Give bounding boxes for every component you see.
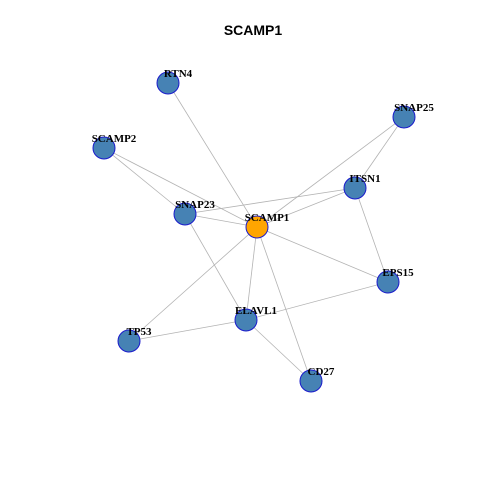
diagram-title: SCAMP1 bbox=[224, 22, 283, 38]
node-scamp1[interactable]: SCAMP1 bbox=[245, 212, 290, 239]
edge-snap23-scamp1 bbox=[184, 213, 258, 228]
edge-itsn1-scamp1 bbox=[256, 187, 356, 228]
edge-snap23-elavl1 bbox=[184, 213, 247, 321]
node-label-scamp2: SCAMP2 bbox=[92, 133, 137, 145]
edge-snap23-itsn1 bbox=[184, 187, 356, 215]
edge-elavl1-cd27 bbox=[245, 319, 312, 382]
edge-scamp1-eps15 bbox=[256, 226, 389, 283]
edge-scamp1-elavl1 bbox=[245, 226, 258, 321]
node-circle-rtn4[interactable] bbox=[156, 71, 180, 95]
node-elavl1[interactable]: ELAVL1 bbox=[234, 305, 277, 332]
edge-layer bbox=[103, 82, 405, 382]
edge-itsn1-eps15 bbox=[354, 187, 389, 283]
node-snap23[interactable]: SNAP23 bbox=[173, 199, 215, 226]
node-circle-snap23[interactable] bbox=[173, 202, 197, 226]
node-itsn1[interactable]: ITSN1 bbox=[343, 173, 381, 200]
edge-rtn4-scamp1 bbox=[167, 82, 258, 228]
edge-scamp1-tp53 bbox=[128, 226, 258, 342]
edge-eps15-elavl1 bbox=[245, 281, 389, 321]
node-label-itsn1: ITSN1 bbox=[349, 173, 380, 185]
node-circle-scamp2[interactable] bbox=[92, 136, 116, 160]
node-snap25[interactable]: SNAP25 bbox=[392, 102, 434, 129]
node-rtn4[interactable]: RTN4 bbox=[156, 68, 193, 95]
node-label-tp53: TP53 bbox=[126, 326, 152, 338]
edge-snap25-scamp1 bbox=[256, 116, 405, 228]
node-eps15[interactable]: EPS15 bbox=[376, 267, 414, 294]
node-circle-itsn1[interactable] bbox=[343, 176, 367, 200]
node-label-eps15: EPS15 bbox=[382, 267, 414, 279]
node-circle-elavl1[interactable] bbox=[234, 308, 258, 332]
node-tp53[interactable]: TP53 bbox=[117, 326, 152, 353]
node-label-scamp1: SCAMP1 bbox=[245, 212, 290, 224]
node-scamp2[interactable]: SCAMP2 bbox=[92, 133, 137, 160]
node-label-cd27: CD27 bbox=[308, 366, 335, 378]
node-cd27[interactable]: CD27 bbox=[299, 366, 335, 393]
node-circle-cd27[interactable] bbox=[299, 369, 323, 393]
node-label-elavl1: ELAVL1 bbox=[235, 305, 277, 317]
node-label-rtn4: RTN4 bbox=[164, 68, 193, 80]
edge-scamp2-scamp1 bbox=[103, 147, 258, 228]
node-label-snap25: SNAP25 bbox=[394, 102, 434, 114]
node-circle-tp53[interactable] bbox=[117, 329, 141, 353]
edge-scamp2-snap23 bbox=[103, 147, 186, 215]
node-circle-scamp1[interactable] bbox=[245, 215, 269, 239]
node-label-snap23: SNAP23 bbox=[175, 199, 215, 211]
node-layer: RTN4SNAP25SCAMP2ITSN1SNAP23SCAMP1EPS15EL… bbox=[92, 68, 434, 393]
edge-snap25-itsn1 bbox=[354, 116, 405, 189]
node-circle-snap25[interactable] bbox=[392, 105, 416, 129]
edge-elavl1-tp53 bbox=[128, 319, 247, 342]
edge-scamp1-cd27 bbox=[256, 226, 312, 382]
node-circle-eps15[interactable] bbox=[376, 270, 400, 294]
